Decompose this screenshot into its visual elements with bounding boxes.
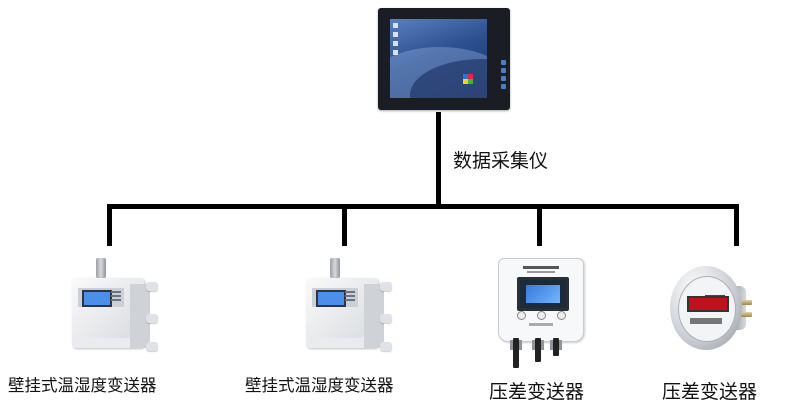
drop-line-2 (342, 204, 347, 246)
device-label-3: 压差变送器 (489, 381, 585, 403)
cable-gland (96, 258, 106, 278)
lcd-display (517, 277, 569, 311)
lcd-display (82, 290, 112, 307)
device-label-2: 壁挂式温湿度变送器 (245, 376, 394, 395)
hub-label: 数据采集仪 (453, 150, 549, 172)
device-label-4: 压差变送器 (662, 381, 758, 403)
industrial-panel-pc-icon (378, 8, 510, 110)
side-buttons (501, 60, 506, 100)
trunk-line (436, 112, 441, 208)
cable-gland (330, 258, 340, 278)
lcd-display (316, 290, 346, 307)
windows-logo-icon (463, 74, 473, 84)
device-label-1: 壁挂式温湿度变送器 (8, 376, 157, 395)
drop-line-3 (537, 204, 542, 246)
differential-pressure-gauge-icon (670, 266, 754, 352)
bus-line (107, 204, 739, 209)
drop-line-4 (734, 204, 739, 246)
screen (390, 19, 487, 98)
wall-mount-humidity-transmitter-icon (300, 256, 404, 352)
wall-mount-humidity-transmitter-icon (66, 256, 170, 352)
drop-line-1 (107, 204, 112, 246)
led-display (687, 296, 729, 312)
pressure-transmitter-icon (498, 258, 584, 374)
